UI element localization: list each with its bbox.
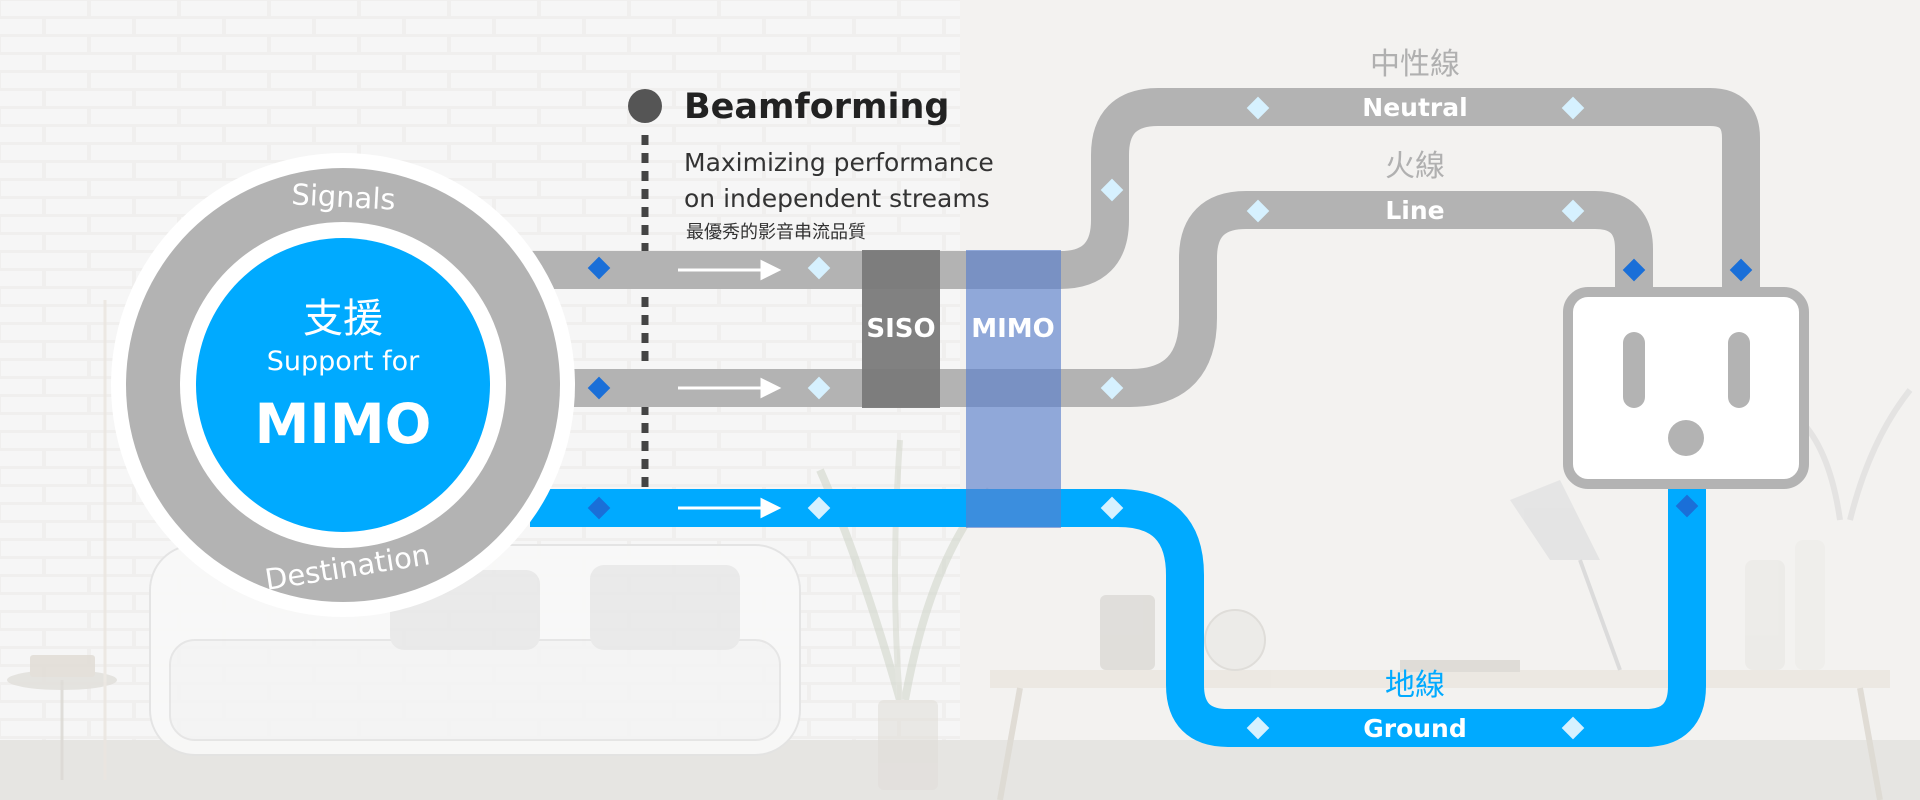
beamforming-line-2: on independent streams <box>684 184 990 213</box>
diamond-icon <box>807 496 831 520</box>
beamforming-bullet <box>628 89 662 123</box>
arrow-icon <box>678 497 782 519</box>
grey-wires <box>530 88 1760 407</box>
ground-label-zh: 地線 <box>1385 668 1445 703</box>
beamforming-title: Beamforming <box>684 87 949 127</box>
mimo-label: MIMO <box>255 392 432 456</box>
ring-top-label: Signals <box>291 177 397 216</box>
mimo-circle: Signals Destination 支援 Support for MIMO <box>111 153 575 617</box>
support-label-zh: 支援 <box>303 296 383 342</box>
diamond-icon <box>587 376 611 400</box>
siso-label: SISO <box>866 314 935 344</box>
arrow-icon <box>678 377 782 399</box>
diamond-icon <box>1729 258 1753 282</box>
beamforming-line-1: Maximizing performance <box>684 148 994 177</box>
desk-illustration <box>990 480 1890 800</box>
side-table-illustration <box>7 300 117 780</box>
signal-arrows <box>678 259 782 519</box>
beamforming-zh: 最優秀的影音串流品質 <box>686 222 866 243</box>
beamforming-text: Beamforming Maximizing performance on in… <box>684 87 994 243</box>
siso-column: SISO <box>862 250 940 408</box>
diamond-icon <box>1561 716 1585 740</box>
diamond-icon <box>1622 258 1646 282</box>
outlet-ground-hole <box>1668 420 1704 456</box>
outlet-slot-right <box>1728 332 1750 408</box>
ground-label: Ground <box>1363 714 1467 743</box>
line-wire <box>530 191 1653 407</box>
arrow-icon <box>678 259 782 281</box>
diamond-icon <box>1561 96 1585 120</box>
sofa-illustration <box>149 544 801 756</box>
diamond-icon <box>807 376 831 400</box>
diamond-icon <box>1246 716 1270 740</box>
outlet-slot-left <box>1623 332 1645 408</box>
diamond-icon <box>587 256 611 280</box>
diamond-icon <box>1246 96 1270 120</box>
line-label: Line <box>1385 196 1444 225</box>
wire-labels: 中性線 Neutral 火線 Line 地線 Ground <box>1362 47 1467 743</box>
line-label-zh: 火線 <box>1385 149 1445 184</box>
power-outlet-icon <box>1563 287 1809 489</box>
diamond-icon <box>1100 376 1124 400</box>
diamond-icon <box>1675 494 1699 518</box>
neutral-wire <box>530 88 1760 300</box>
mimo-column: MIMO <box>966 250 1061 528</box>
neutral-label-zh: 中性線 <box>1370 47 1460 82</box>
circle-blue-core <box>196 238 490 532</box>
diamond-icon <box>1100 496 1124 520</box>
mimo-column-label: MIMO <box>971 314 1055 344</box>
neutral-label: Neutral <box>1362 93 1467 122</box>
diamond-icon <box>807 256 831 280</box>
beamforming-marker <box>628 89 662 530</box>
ground-wire <box>530 480 1706 747</box>
support-label: Support for <box>267 346 420 377</box>
diamond-icon <box>587 496 611 520</box>
